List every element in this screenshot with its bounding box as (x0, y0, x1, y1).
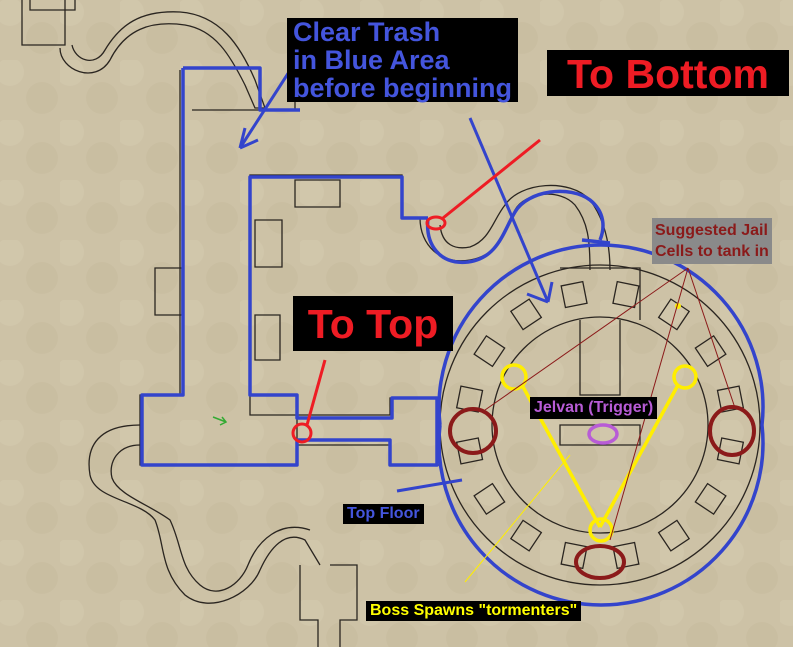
spawn-point-right (672, 364, 698, 390)
to-top-label: To Top (293, 296, 453, 351)
to-top-marker (291, 422, 313, 444)
jail-cell-south (574, 544, 626, 580)
cell (612, 541, 640, 570)
cell (473, 334, 506, 368)
cell (612, 280, 640, 309)
jail-cell-markers (448, 405, 756, 580)
cell (455, 437, 484, 465)
cell (694, 334, 727, 368)
cell (509, 519, 543, 552)
to-bottom-label: To Bottom (547, 50, 789, 97)
blue-area-outline (140, 57, 765, 607)
player-arrow (212, 416, 228, 426)
spawn-point-bottom (588, 517, 614, 543)
jail-cell-east (708, 405, 756, 457)
boss-spawns-label: Boss Spawns "tormenters" (366, 601, 582, 621)
boss-marker (587, 423, 619, 445)
red-markers (291, 138, 541, 444)
cell (560, 541, 588, 570)
jelvan-label: Jelvan (Trigger) (530, 397, 658, 419)
cell (657, 519, 691, 552)
suggested-jail-label: Suggested Jail Cells to tank in (652, 218, 772, 264)
cell (509, 298, 543, 331)
jail-cells (455, 280, 745, 570)
cell (473, 482, 506, 516)
cell (560, 280, 588, 309)
cell (694, 482, 727, 516)
to-bottom-marker (425, 215, 447, 231)
spawn-point-left (500, 363, 528, 391)
clear-trash-label: Clear Trash in Blue Area before beginnin… (287, 18, 518, 102)
top-floor-label: Top Floor (343, 504, 424, 524)
jail-cell-west (448, 407, 498, 455)
